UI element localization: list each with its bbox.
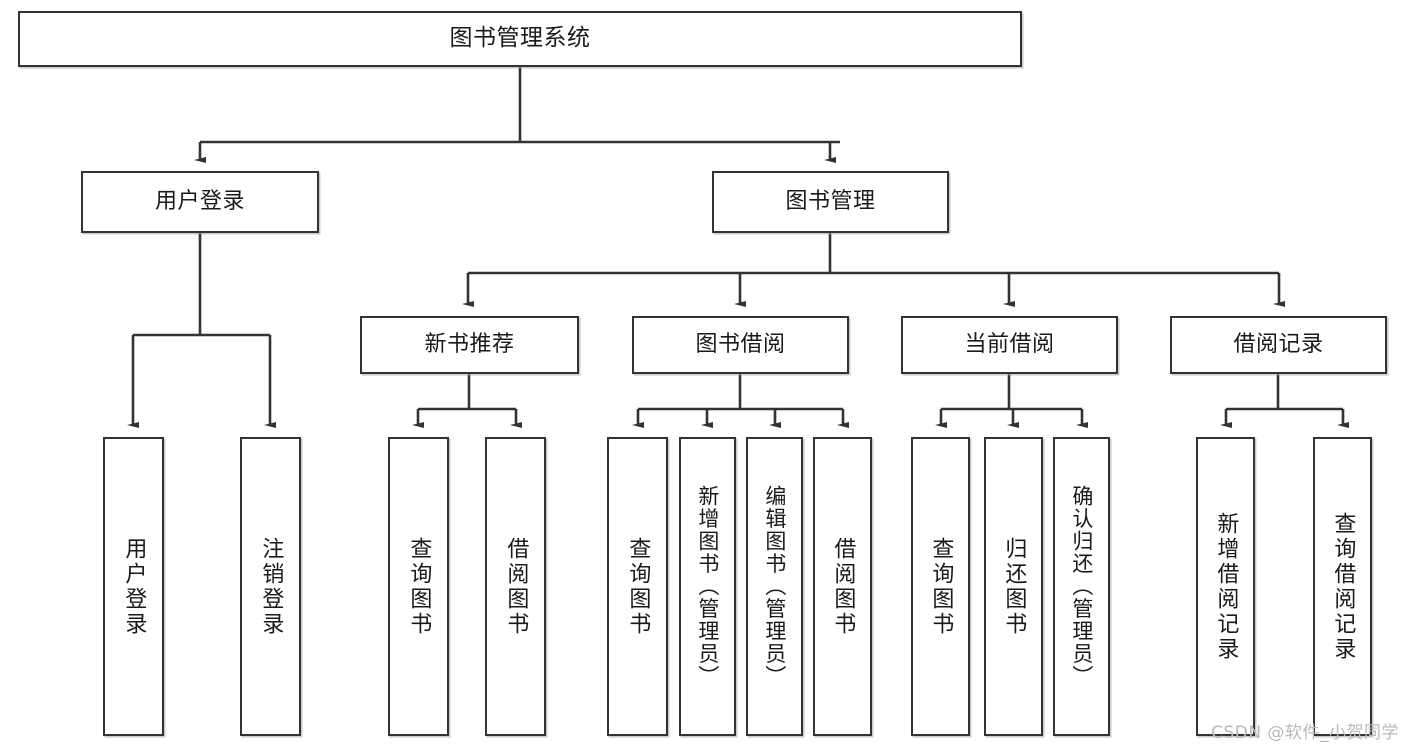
node-root-label: 图书管理系统 xyxy=(449,25,591,52)
node-book-borrow-label: 图书借阅 xyxy=(695,332,786,358)
watermark-text: CSDN @软件_小贺同学 xyxy=(1211,723,1399,743)
node-leaf-add-borrow-record-label: 新增借阅记录 xyxy=(1213,511,1239,662)
node-borrow-record[interactable]: 借阅记录 xyxy=(1170,316,1387,374)
node-new-book-recommend-label: 新书推荐 xyxy=(424,332,515,358)
node-leaf-confirm-return-admin-label: 确认归还（管理员） xyxy=(1069,485,1094,688)
node-leaf-user-logout[interactable]: 注销登录 xyxy=(240,437,301,736)
node-leaf-query-book-cur[interactable]: 查询图书 xyxy=(911,437,970,736)
node-leaf-borrow-book-rec[interactable]: 借阅图书 xyxy=(485,437,546,736)
node-leaf-add-book-admin[interactable]: 新增图书（管理员） xyxy=(679,437,736,736)
node-root[interactable]: 图书管理系统 xyxy=(18,11,1022,67)
node-user-login-label: 用户登录 xyxy=(154,189,245,215)
node-leaf-edit-book-admin-label: 编辑图书（管理员） xyxy=(762,485,787,688)
node-leaf-confirm-return-admin[interactable]: 确认归还（管理员） xyxy=(1053,437,1110,736)
node-user-login[interactable]: 用户登录 xyxy=(81,171,319,233)
node-leaf-query-borrow-record[interactable]: 查询借阅记录 xyxy=(1313,437,1372,736)
node-borrow-record-label: 借阅记录 xyxy=(1233,332,1324,358)
node-current-borrow[interactable]: 当前借阅 xyxy=(901,316,1118,374)
node-leaf-query-book-borrow-label: 查询图书 xyxy=(625,536,651,637)
node-leaf-edit-book-admin[interactable]: 编辑图书（管理员） xyxy=(746,437,803,736)
node-leaf-query-book-borrow[interactable]: 查询图书 xyxy=(607,437,668,736)
node-leaf-borrow-book-rec-label: 借阅图书 xyxy=(503,536,529,637)
node-leaf-return-book-label: 归还图书 xyxy=(1001,536,1027,637)
node-leaf-query-book-rec-label: 查询图书 xyxy=(406,536,432,637)
node-book-borrow[interactable]: 图书借阅 xyxy=(632,316,849,374)
node-leaf-query-borrow-record-label: 查询借阅记录 xyxy=(1330,511,1356,662)
node-leaf-borrow-book-label: 借阅图书 xyxy=(830,536,856,637)
node-leaf-return-book[interactable]: 归还图书 xyxy=(984,437,1043,736)
node-new-book-recommend[interactable]: 新书推荐 xyxy=(360,316,579,374)
node-leaf-user-login-label: 用户登录 xyxy=(121,536,147,637)
node-leaf-user-logout-label: 注销登录 xyxy=(258,536,284,637)
node-leaf-query-book-rec[interactable]: 查询图书 xyxy=(388,437,449,736)
node-leaf-query-book-cur-label: 查询图书 xyxy=(928,536,954,637)
node-leaf-user-login[interactable]: 用户登录 xyxy=(103,437,164,736)
node-book-manage-label: 图书管理 xyxy=(785,189,876,215)
node-leaf-add-book-admin-label: 新增图书（管理员） xyxy=(695,485,720,688)
node-current-borrow-label: 当前借阅 xyxy=(964,332,1055,358)
node-leaf-add-borrow-record[interactable]: 新增借阅记录 xyxy=(1196,437,1255,736)
node-book-manage[interactable]: 图书管理 xyxy=(712,171,949,233)
node-leaf-borrow-book[interactable]: 借阅图书 xyxy=(813,437,872,736)
